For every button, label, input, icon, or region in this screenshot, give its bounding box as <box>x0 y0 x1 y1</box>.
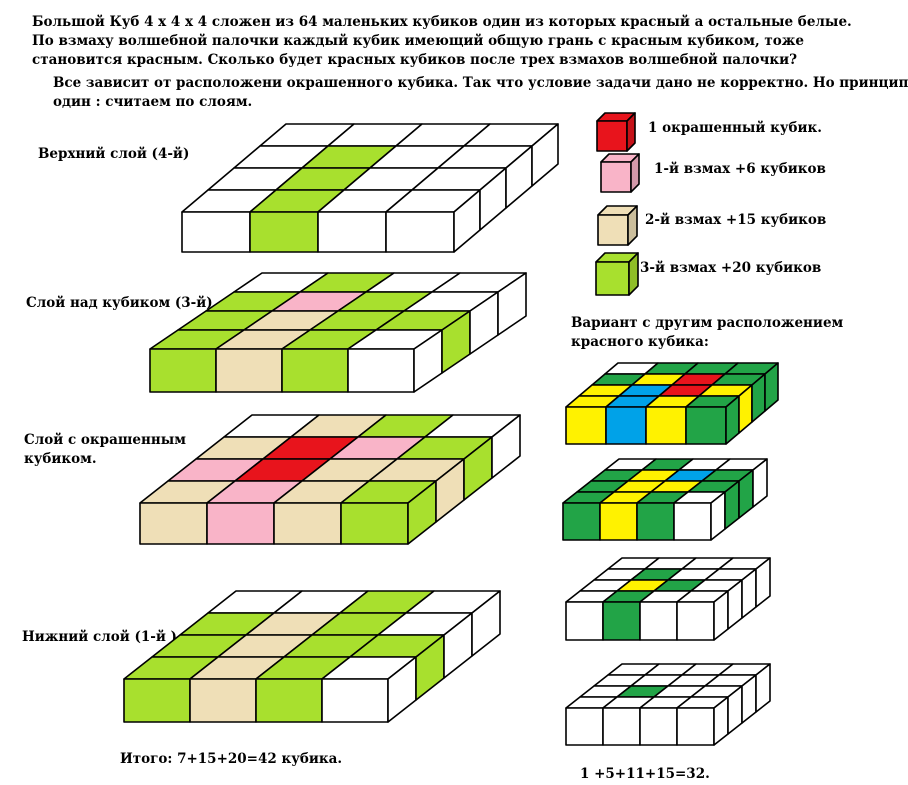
variant-layer-a-slab-cube-front <box>645 406 687 445</box>
variant-layer-a-slab-cube-front <box>605 406 647 445</box>
layer-2-slab-cube-side <box>491 414 521 479</box>
problem-line-2: По взмаху волшебной палочки каждый кубик… <box>32 33 804 49</box>
variant-layer-c-slab-cube-front <box>676 601 715 641</box>
variant-layer-b-slab-cube-front <box>636 502 675 541</box>
variant-layer-b-slab-cube-front <box>599 502 638 541</box>
layer-2-slab-cube-front <box>139 502 208 545</box>
legend-cube-red-side <box>626 112 636 152</box>
legend-label-pink: 1-й взмах +6 кубиков <box>654 161 826 177</box>
layer-1-slab-cube-front <box>321 678 389 723</box>
variant-layer-b-slab <box>562 458 768 541</box>
variant-layer-d-slab <box>565 663 771 746</box>
legend-cube-red-front <box>596 120 628 152</box>
variant-layer-a-slab-cube-front <box>685 406 727 445</box>
layer-3-slab-cube-front <box>215 348 283 393</box>
variant-layer-c-slab-cube-side <box>755 557 771 608</box>
layer-2-slab-cube-front <box>206 502 275 545</box>
variant-title-line-2: красного кубика: <box>571 334 709 350</box>
layer-3-slab-cube-front <box>281 348 349 393</box>
legend-cube-lime-side <box>628 252 639 296</box>
legend-cube-beige <box>597 205 638 246</box>
layer-2-slab-cube-front <box>340 502 409 545</box>
variant-layer-d-slab-cube-front <box>602 707 641 746</box>
legend-cube-lime <box>595 252 639 296</box>
total-left: Итого: 7+15+20=42 кубика. <box>120 751 343 767</box>
legend-cube-red <box>596 112 636 152</box>
legend-label-lime: 3-й взмах +20 кубиков <box>640 260 822 276</box>
layer-1-slab-cube-side <box>471 590 501 657</box>
layer-2-slab-cube-front <box>273 502 342 545</box>
layer-4-slab <box>181 123 559 253</box>
legend-label-red: 1 окрашенный кубик. <box>648 120 822 136</box>
layer-2-label-line-1: Слой с окрашенным <box>24 432 186 448</box>
layer-1-slab-cube-front <box>255 678 323 723</box>
layer-4-slab-cube-side <box>531 123 559 187</box>
variant-layer-d-slab-cube-side <box>755 663 771 713</box>
layer-4-slab-cube-front <box>317 211 387 253</box>
variant-layer-c-slab-cube-front <box>639 601 678 641</box>
layer-1-slab-cube-front <box>189 678 257 723</box>
variant-layer-a-slab-cube-side <box>764 362 779 412</box>
variant-layer-d-slab-cube-front <box>676 707 715 746</box>
variant-title-line-1: Вариант с другим расположением <box>571 315 844 331</box>
variant-layer-b-slab-cube-side <box>752 458 768 508</box>
variant-layer-a-slab <box>565 362 779 445</box>
legend-cube-pink <box>600 153 640 193</box>
note-line-2: один : считаем по слоям. <box>53 94 253 110</box>
total-right: 1 +5+11+15=32. <box>580 766 710 782</box>
variant-layer-c-slab <box>565 557 771 641</box>
variant-layer-d-slab-cube-front <box>639 707 678 746</box>
layer-2-label-line-2: кубиком. <box>24 451 97 467</box>
layer-2-slab <box>139 414 521 545</box>
variant-layer-a-slab-cube-front <box>565 406 607 445</box>
layer-3-slab-cube-front <box>347 348 415 393</box>
variant-layer-b-slab-cube-front <box>562 502 601 541</box>
layer-3-slab-cube-front <box>149 348 217 393</box>
variant-layer-c-slab-cube-front <box>565 601 604 641</box>
note-line-1: Все зависит от расположени окрашенного к… <box>53 75 908 91</box>
legend-cube-pink-front <box>600 161 632 193</box>
variant-layer-c-slab-cube-front <box>602 601 641 641</box>
layer-3-slab-cube-side <box>497 272 527 336</box>
layer-4-label: Верхний слой (4-й) <box>38 146 190 162</box>
layer-3-label: Слой над кубиком (3-й) <box>26 295 213 311</box>
legend-cube-pink-side <box>630 153 640 193</box>
legend-cube-beige-side <box>627 205 638 246</box>
problem-line-1: Большой Куб 4 х 4 х 4 сложен из 64 мален… <box>32 14 852 30</box>
variant-layer-d-slab-cube-front <box>565 707 604 746</box>
layer-1-slab-cube-front <box>123 678 191 723</box>
layer-1-label: Нижний слой (1-й ) <box>22 629 177 645</box>
variant-layer-b-slab-cube-front <box>673 502 712 541</box>
problem-line-3: становится красным. Сколько будет красны… <box>32 52 798 68</box>
legend-cube-beige-front <box>597 214 629 246</box>
legend-cube-lime-front <box>595 261 630 296</box>
layer-4-slab-cube-front <box>249 211 319 253</box>
layer-4-slab-cube-front <box>385 211 455 253</box>
legend-label-beige: 2-й взмах +15 кубиков <box>645 212 827 228</box>
layer-4-slab-cube-front <box>181 211 251 253</box>
layer-3-slab <box>149 272 527 393</box>
layer-1-slab <box>123 590 501 723</box>
